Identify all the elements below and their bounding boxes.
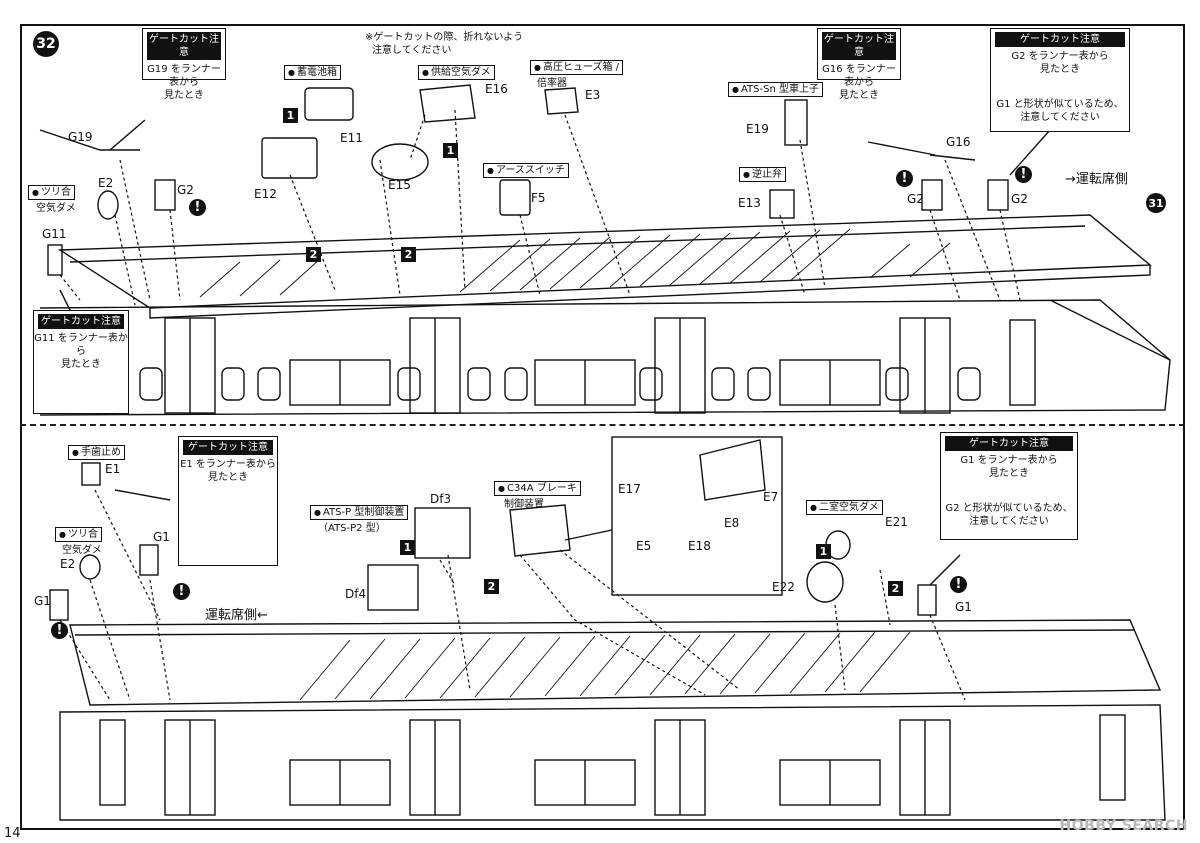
tag-suspension-air-bottom-line2: 空気ダメ [62, 545, 102, 556]
tag-earth-switch: アーススイッチ [483, 163, 569, 178]
gate-cut-note-g2: ゲートカット注意 G2 をランナー表から 見たとき G1 と形状が似ているため、… [990, 28, 1130, 132]
part-label-e13: E13 [738, 196, 761, 210]
gate-cut-note-e1: ゲートカット注意 E1 をランナー表から 見たとき [178, 436, 278, 566]
tag-ats-sn: ATS-Sn 型車上子 [728, 82, 823, 97]
warning-icon-top-g2-mid: ! [896, 170, 913, 187]
bottom-car-body [59, 704, 1166, 821]
warning-icon-bottom-g1-right: ! [950, 576, 967, 593]
tag-c34a-brake-line2: 制御装置 [504, 499, 544, 510]
next-step-badge: 31 [1146, 193, 1166, 213]
tag-suspension-air-bottom: ツリ合 [55, 527, 102, 542]
part-label-g19: G19 [68, 130, 93, 144]
tag-ats-p: ATS-P 型制御装置 [310, 505, 409, 520]
part-label-e2-bottom: E2 [60, 557, 76, 571]
part-label-g2-top-mid: G2 [907, 192, 924, 206]
tag-two-chamber-air: 二室空気ダメ [806, 500, 883, 515]
tag-battery-box: 蓄電池箱 [284, 65, 341, 80]
tag-suspension-air-top-line2: 空気ダメ [36, 203, 76, 214]
part-label-e11: E11 [340, 131, 363, 145]
part-label-f5: F5 [531, 191, 546, 205]
part-label-g1-bottom-mid: G1 [153, 530, 170, 544]
tag-fuse-box-line2: 倍率器 [537, 78, 567, 89]
part-label-e18: E18 [688, 539, 711, 553]
part-label-e17: E17 [618, 482, 641, 496]
part-label-e7: E7 [763, 490, 779, 504]
part-label-e22: E22 [772, 580, 795, 594]
tag-handbrake: 手歯止め [68, 445, 125, 460]
caution-text-line2: 注意してください [372, 45, 452, 56]
part-label-g2-top-right: G2 [1011, 192, 1028, 206]
marker-1-top-battery: 1 [283, 108, 298, 123]
caution-text-line1: ※ゲートカットの際、折れないよう [365, 32, 524, 43]
part-label-e5: E5 [636, 539, 652, 553]
gate-cut-note-g19: ゲートカット注意 G19 をランナー表から 見たとき [142, 28, 226, 101]
marker-1-top-airtank: 1 [443, 143, 458, 158]
gate-cut-note-g1: ゲートカット注意 G1 をランナー表から 見たとき G2 と形状が似ているため、… [940, 432, 1078, 540]
gate-cut-note-g11: ゲートカット注意 G11 をランナー表から 見たとき [33, 310, 129, 414]
warning-icon-top-g2-right: ! [1015, 166, 1032, 183]
gate-cut-note-g16: ゲートカット注意 G16 をランナー表から 見たとき [817, 28, 901, 101]
tag-c34a-brake: C34A ブレーキ [494, 481, 581, 496]
part-label-e3: E3 [585, 88, 601, 102]
marker-1-bottom-air: 1 [816, 544, 831, 559]
part-label-e1: E1 [105, 462, 121, 476]
part-label-e21: E21 [885, 515, 908, 529]
marker-2-top-mid: 2 [401, 247, 416, 262]
tag-suspension-air-top: ツリ合 [28, 185, 75, 200]
warning-icon-bottom-g1-left: ! [51, 622, 68, 639]
step-number-badge: 32 [33, 31, 59, 57]
direction-label-bottom: 運転席側← [205, 608, 268, 623]
marker-2-bottom-ats: 2 [484, 579, 499, 594]
page-frame [20, 24, 1185, 830]
part-label-g11: G11 [42, 227, 67, 241]
part-label-e15: E15 [388, 178, 411, 192]
part-label-e2-top: E2 [98, 176, 114, 190]
marker-1-bottom-ats: 1 [400, 540, 415, 555]
part-label-e12: E12 [254, 187, 277, 201]
part-label-df4: Df4 [345, 587, 367, 601]
marker-2-top-left: 2 [306, 247, 321, 262]
tag-fuse-box: 高圧ヒューズ箱 / [530, 60, 624, 75]
direction-label-top: →運転席側 [1065, 172, 1128, 187]
warning-icon-top-g2-left: ! [189, 199, 206, 216]
part-label-e16: E16 [485, 82, 508, 96]
warning-icon-bottom-g1-mid: ! [173, 583, 190, 600]
tag-supply-air-tank: 供給空気ダメ [418, 65, 495, 80]
tag-ats-p-line2: （ATS-P2 型） [318, 523, 386, 534]
brake-detail-box [611, 436, 783, 596]
part-label-g2-top-left: G2 [177, 183, 194, 197]
tag-check-valve: 逆止弁 [739, 167, 786, 182]
top-car-body [39, 299, 1171, 416]
part-label-e8: E8 [724, 516, 740, 530]
watermark-logo: HOBBY SEARCH [1059, 818, 1188, 834]
part-label-g16: G16 [946, 135, 971, 149]
section-divider [20, 424, 1185, 426]
part-label-g1-bottom-right: G1 [955, 600, 972, 614]
part-label-g1-bottom-left: G1 [34, 594, 51, 608]
page-number: 14 [4, 826, 21, 841]
part-label-e19: E19 [746, 122, 769, 136]
part-label-df3: Df3 [430, 492, 452, 506]
bottom-car-roof [69, 619, 1162, 706]
marker-2-bottom-air: 2 [888, 581, 903, 596]
